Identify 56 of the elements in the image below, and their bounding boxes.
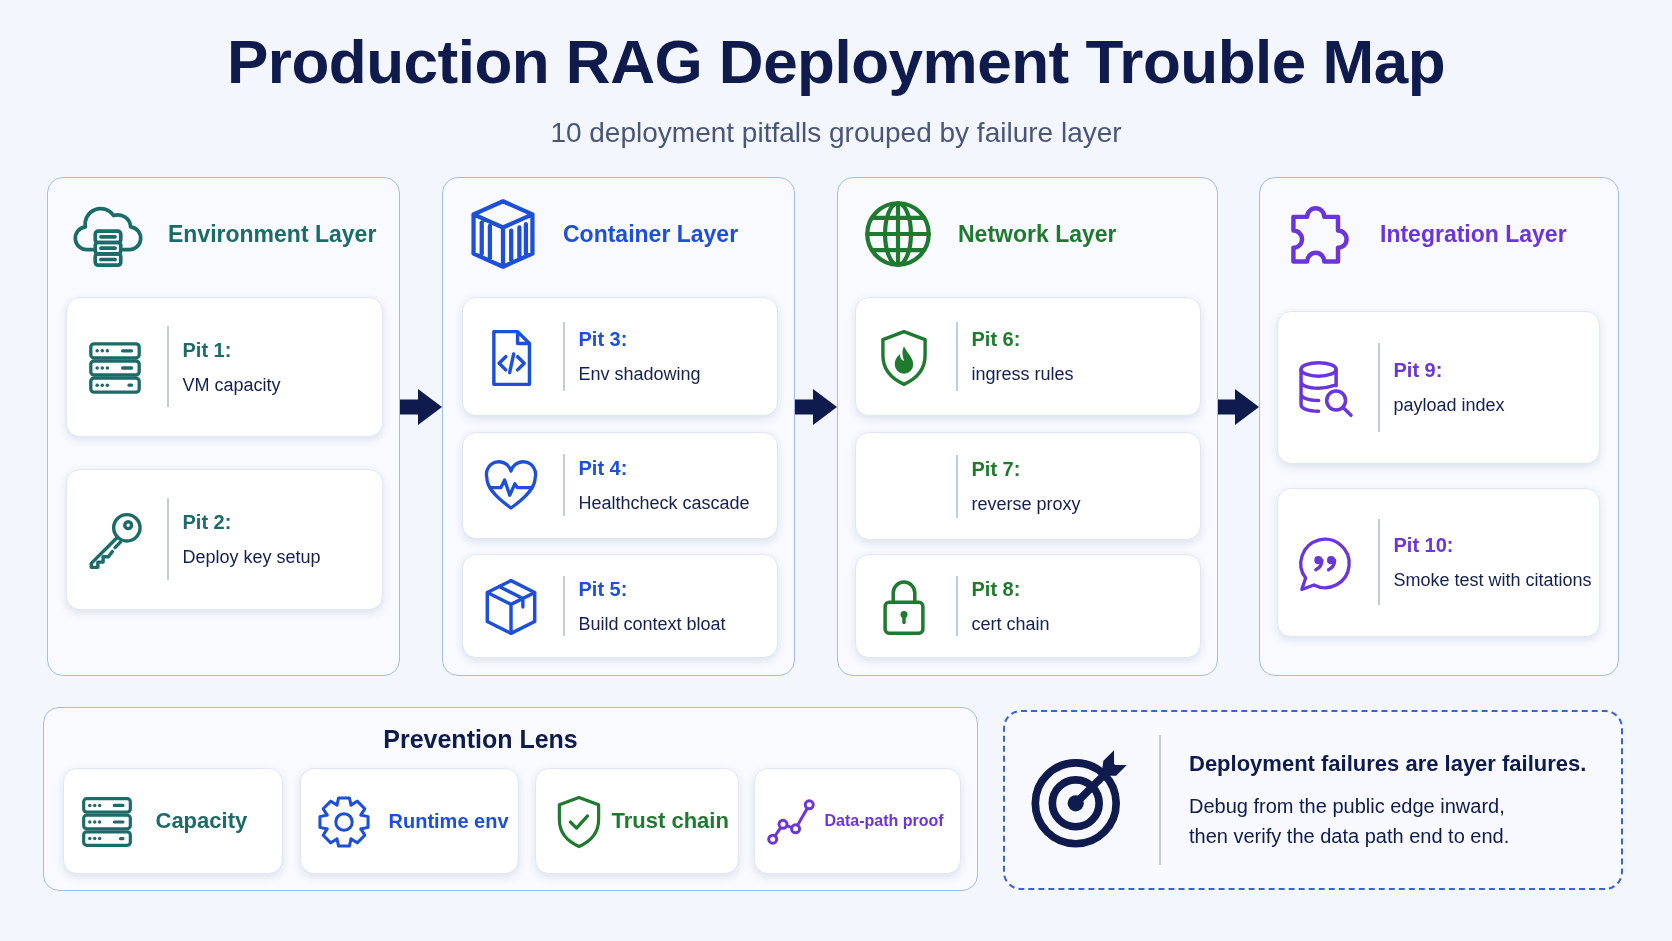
pit-number: Pit 2:: [182, 510, 232, 535]
layer-heading: Integration Layer: [1380, 220, 1567, 249]
pit-number: Pit 10:: [1393, 533, 1454, 558]
pit-number: Pit 5:: [578, 576, 628, 602]
arrow: [1218, 389, 1259, 425]
arrow: [795, 389, 837, 425]
pit-number: Pit 3:: [578, 327, 628, 352]
arrow: [400, 389, 442, 425]
pit-title: reverse proxy: [971, 492, 1081, 516]
section-heading: Prevention Lens: [383, 724, 578, 755]
layer-panel: [47, 177, 400, 676]
pit-title: Healthcheck cascade: [578, 492, 750, 515]
pit-number: Pit 6:: [971, 327, 1021, 352]
pit-card: [854, 296, 1201, 416]
prevention-card: [299, 767, 519, 874]
pit-title: ingress rules: [971, 363, 1074, 386]
prevention-card: [534, 767, 739, 874]
pit-card: [461, 431, 778, 539]
prevention-card: [753, 767, 961, 874]
pit-card: [65, 468, 383, 610]
pit-card: [65, 296, 383, 437]
pit-number: Pit 9:: [1393, 358, 1443, 383]
pit-title: cert chain: [971, 612, 1050, 636]
pit-number: Pit 4:: [578, 456, 628, 481]
callout-box: [1003, 710, 1623, 890]
pit-title: payload index: [1393, 394, 1505, 417]
subtitle: 10 deployment pitfalls grouped by failure layer: [550, 116, 1122, 150]
prevention-label: Capacity: [155, 807, 248, 834]
prevention-label: Trust chain: [611, 807, 729, 834]
pit-number: Pit 8:: [971, 576, 1021, 602]
pit-title: VM capacity: [182, 373, 281, 397]
pit-title: Env shadowing: [578, 363, 701, 386]
pit-card: [854, 553, 1201, 658]
layer-heading: Container Layer: [563, 220, 739, 249]
title: Production RAG Deployment Trouble Map: [226, 27, 1446, 97]
pit-card: [461, 553, 778, 658]
pit-title: Deploy key setup: [182, 546, 321, 569]
pit-card: [1276, 487, 1600, 637]
pit-card: [461, 296, 778, 416]
layer-heading: Network Layer: [958, 220, 1117, 249]
layer-panel: [837, 177, 1218, 676]
prevention-label: Runtime env: [388, 808, 509, 834]
pit-card: [1276, 310, 1600, 464]
pit-number: Pit 1:: [182, 337, 232, 363]
pit-title: Build context bloat: [578, 612, 726, 636]
pit-title: Smoke test with citations: [1393, 569, 1592, 592]
layer-heading: Environment Layer: [168, 220, 377, 249]
prevention-panel: [43, 707, 978, 891]
pit-card: [854, 431, 1201, 540]
layer-panel: [442, 177, 795, 676]
callout-text: Debug from the public edge inward, then verify the data path end to end.: [1189, 794, 1511, 849]
prevention-card: [62, 767, 283, 874]
pit-number: Pit 7:: [971, 456, 1021, 482]
prevention-label: Data-path proof: [824, 810, 944, 831]
layer-panel: [1259, 177, 1619, 676]
callout-heading: Deployment failures are layer failures.: [1189, 750, 1587, 778]
